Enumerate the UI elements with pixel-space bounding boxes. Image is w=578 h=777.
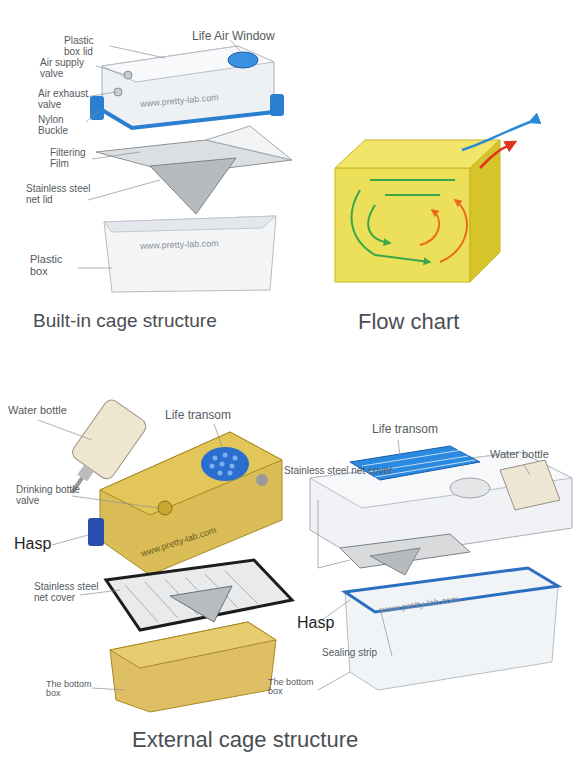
- part-label: Stainless steel net cover: [284, 466, 394, 477]
- section-caption: External cage structure: [132, 728, 472, 751]
- leader-lines: [78, 40, 242, 268]
- flow-box: [335, 122, 530, 282]
- section-caption: Built-in cage structure: [33, 311, 293, 331]
- box-lid: [90, 46, 284, 128]
- part-label: Life Air Window: [192, 30, 312, 43]
- section-caption: Flow chart: [358, 310, 558, 333]
- part-label: Plastic box: [30, 254, 80, 277]
- part-label: Hasp: [297, 615, 357, 632]
- part-label: Filtering Film: [50, 148, 100, 169]
- net-cover: [340, 534, 470, 575]
- part-label: Water bottle: [490, 449, 578, 461]
- part-label: Life transom: [165, 409, 275, 422]
- part-label: Nylon Buckle: [38, 115, 88, 136]
- part-label: Water bottle: [8, 405, 108, 417]
- part-label: Stainless steel net lid: [26, 184, 96, 205]
- part-label: Life transom: [372, 423, 482, 436]
- part-label: Stainless steel net cover: [34, 582, 104, 603]
- plastic-box: [104, 216, 276, 292]
- part-label: Sealing strip: [322, 648, 412, 659]
- yellow-lid: [88, 432, 282, 575]
- net-cover: [106, 560, 292, 630]
- part-label: Plastic box lid: [64, 36, 110, 57]
- clear-box: [345, 568, 558, 690]
- part-label: The bottom box: [46, 680, 96, 699]
- part-label: The bottom box: [268, 678, 318, 697]
- part-label: Air supply valve: [40, 58, 100, 79]
- part-label: Drinking bottle valve: [16, 485, 90, 506]
- part-label: Hasp: [14, 536, 74, 553]
- leader-lines: [318, 440, 530, 690]
- part-label: Air exhaust valve: [38, 89, 98, 110]
- net-lid: [96, 126, 292, 214]
- leader-lines: [38, 420, 222, 690]
- yellow-box: [110, 622, 276, 712]
